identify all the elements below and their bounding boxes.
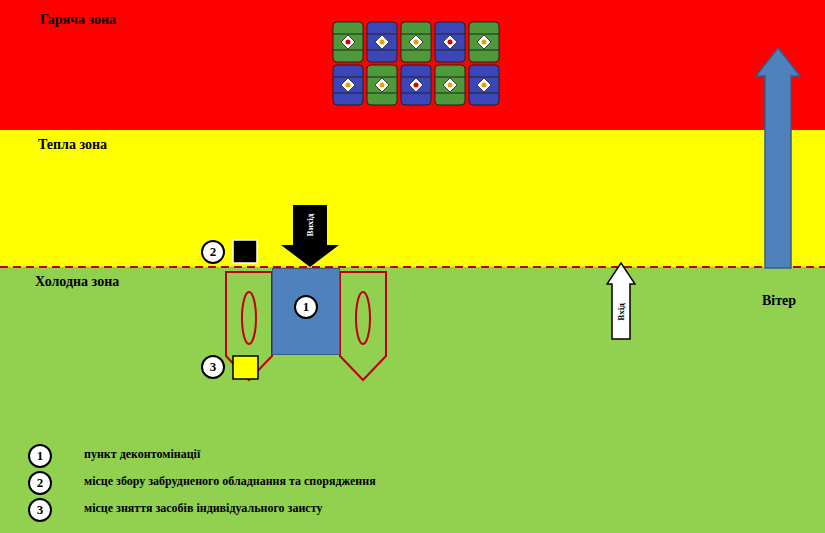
zone-title: Тепла зона xyxy=(38,137,107,153)
zone-title: Гаряча зона xyxy=(40,12,116,28)
block-arrow xyxy=(606,262,636,340)
barrel xyxy=(435,65,465,105)
wind-label: Вітер xyxy=(762,293,796,309)
wind-arrow xyxy=(756,48,800,268)
barrel xyxy=(333,22,363,62)
barrel xyxy=(469,65,499,105)
barrel xyxy=(401,22,431,62)
callout-number: 1 xyxy=(294,295,318,319)
barrels xyxy=(333,22,499,105)
barrel xyxy=(401,65,431,105)
callout-number: 2 xyxy=(28,471,52,495)
legend-text: пункт деконтомінації xyxy=(84,447,200,462)
arrow-label: Вихід xyxy=(305,214,315,237)
callout-number: 1 xyxy=(28,444,52,468)
callout-number: 2 xyxy=(201,240,225,264)
decon-wing-right xyxy=(340,272,386,380)
legend-text: місце зняття засобів індивідуального заи… xyxy=(84,501,322,516)
legend-text: місце збору забрудненого обладнання та с… xyxy=(84,474,376,489)
entry-arrow: Вхід xyxy=(606,262,636,340)
callout-number: 3 xyxy=(201,355,225,379)
decon-wing-left xyxy=(226,272,272,380)
exit-arrow: Вихід xyxy=(280,205,340,268)
barrel xyxy=(469,22,499,62)
barrel xyxy=(333,65,363,105)
zone-boundary xyxy=(0,266,825,268)
ppe-removal-spot xyxy=(233,356,258,379)
barrel xyxy=(367,65,397,105)
zone-title: Холодна зона xyxy=(35,274,119,290)
decon-point: 1 xyxy=(272,268,340,355)
barrel xyxy=(367,22,397,62)
contaminated-gear-spot xyxy=(233,240,257,263)
barrel xyxy=(435,22,465,62)
cold-zone-band: Холодна зона 1 Вхід xyxy=(0,267,825,533)
callout-number: 3 xyxy=(28,498,52,522)
warm-zone-band: Тепла зонаВихід xyxy=(0,130,825,267)
arrow-label: Вхід xyxy=(616,303,626,320)
